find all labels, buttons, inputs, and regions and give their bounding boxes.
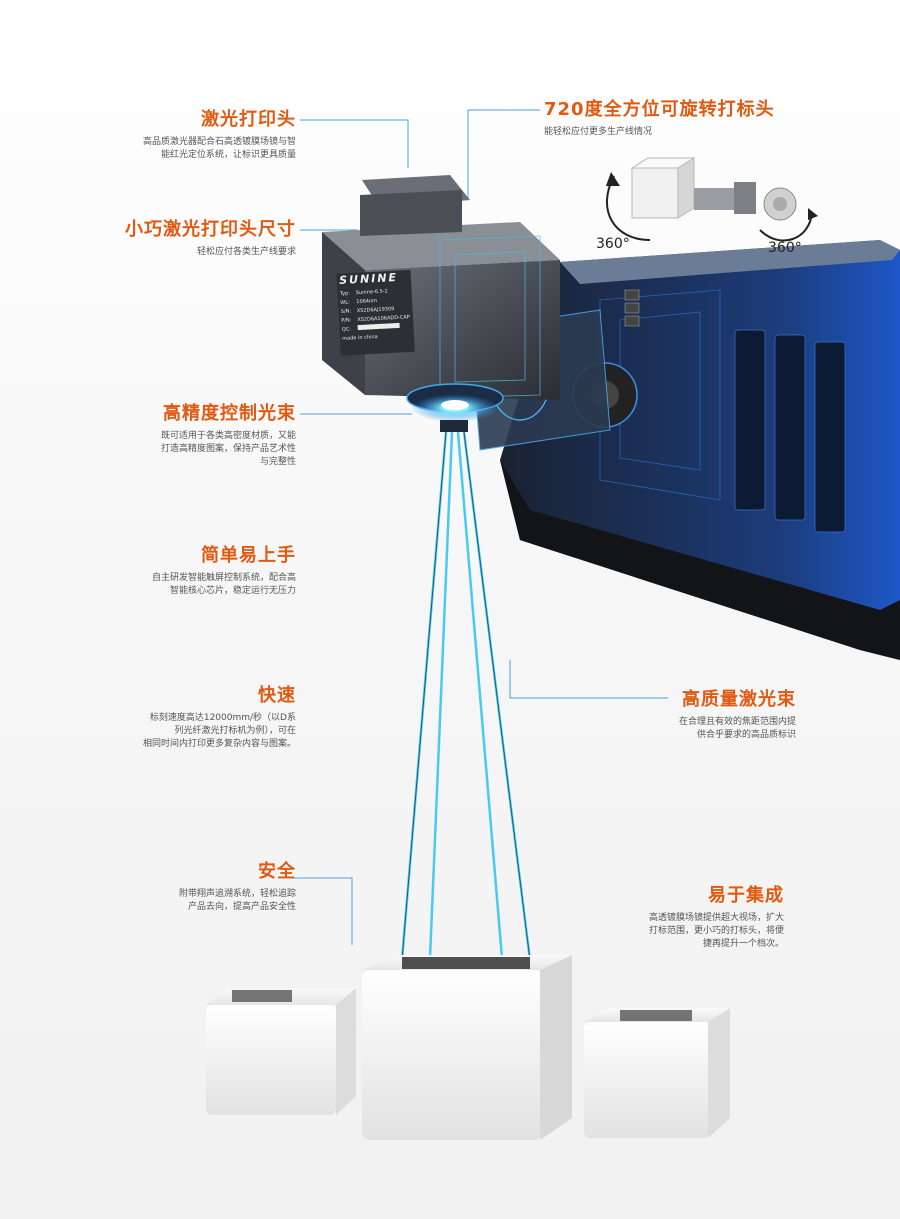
feature-safety: 安全 附带翔声追溯系统，轻松追踪产品去向，提高产品安全性 <box>106 860 296 914</box>
feature-title: 小巧激光打印头尺寸 <box>125 219 296 240</box>
feature-title: 易于集成 <box>708 885 784 906</box>
rotation-label-right: 360° <box>768 240 802 256</box>
feature-quality-beam: 高质量激光束 在合理且有效的焦距范围内提供合乎要求的高品质标识 <box>646 688 796 742</box>
feature-title: 快速 <box>258 685 296 706</box>
label-value: Sunine-6.5-2 <box>355 288 388 297</box>
feature-title: 720度全方位可旋转打标头 <box>544 99 775 120</box>
brand-logo: SUNINE <box>338 270 399 287</box>
rotation-label-left: 360° <box>596 236 630 252</box>
feature-desc: 轻松应付各类生产线要求 <box>196 247 296 257</box>
feature-desc: 自主研发智能触屏控制系统，配合高智能核心芯片，稳定运行无压力 <box>151 573 296 596</box>
feature-desc: 能轻松应付更多生产线情况 <box>544 127 653 137</box>
feature-laser-head: 激光打印头 高品质激光器配合石高透镀膜场镜与智能红光定位系统，让标识更具质量 <box>106 108 296 162</box>
laser-beams <box>400 431 532 961</box>
feature-rotate-720: 720度全方位可旋转打标头 能轻松应付更多生产线情况 <box>544 98 844 139</box>
feature-desc: 高透镀膜场镜提供超大视场，扩大打标范围，更小巧的打标头，将便捷再提升一个档次。 <box>648 913 784 949</box>
feature-title: 高精度控制光束 <box>163 403 296 424</box>
label-value: 1064nm <box>356 298 378 306</box>
feature-precision-beam: 高精度控制光束 既可适用于各类高密度材质，又能打造高精度图案，保持产品艺术性与完… <box>106 402 296 469</box>
product-cube-right <box>584 1008 730 1138</box>
lens-glow <box>406 383 504 432</box>
feature-fast: 快速 标刻速度高达12000mm/秒（以D系列光纤激光打标机为例），可在相同时间… <box>96 684 296 751</box>
label-key: QC: <box>341 326 352 333</box>
laser-head-box <box>322 175 560 400</box>
callout-lines <box>290 109 668 945</box>
rotation-diagram <box>605 157 818 242</box>
feature-easy-use: 简单易上手 自主研发智能触屏控制系统，配合高智能核心芯片，稳定运行无压力 <box>106 544 296 598</box>
feature-title: 简单易上手 <box>201 545 296 566</box>
feature-desc: 附带翔声追溯系统，轻松追踪产品去向，提高产品安全性 <box>178 889 296 912</box>
label-value: XS2D6A106ADD-CAP <box>357 314 411 324</box>
product-cube-center <box>362 955 572 1140</box>
product-cube-left <box>206 988 356 1115</box>
feature-desc: 高品质激光器配合石高透镀膜场镜与智能红光定位系统，让标识更具质量 <box>142 137 296 160</box>
feature-title: 激光打印头 <box>201 109 296 130</box>
feature-integration: 易于集成 高透镀膜场镜提供超大视场，扩大打标范围，更小巧的打标头，将便捷再提升一… <box>614 884 784 951</box>
label-value: XS2D6AJ19309 <box>356 306 395 315</box>
feature-desc: 既可适用于各类高密度材质，又能打造高精度图案，保持产品艺术性与完整性 <box>160 431 296 467</box>
feature-title: 高质量激光束 <box>682 689 796 710</box>
feature-desc: 在合理且有效的焦距范围内提供合乎要求的高品质标识 <box>678 717 796 740</box>
feature-title: 安全 <box>258 861 296 882</box>
feature-desc: 标刻速度高达12000mm/秒（以D系列光纤激光打标机为例），可在相同时间内打印… <box>142 713 296 749</box>
label-value <box>357 322 400 331</box>
feature-compact-size: 小巧激光打印头尺寸 轻松应付各类生产线要求 <box>76 218 296 259</box>
